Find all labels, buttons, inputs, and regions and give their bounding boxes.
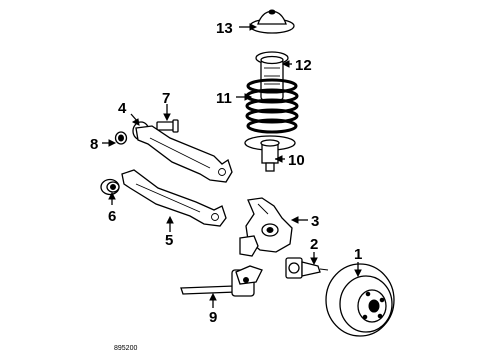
coil-spring-part <box>245 78 299 134</box>
callout-5: 5 <box>165 232 173 249</box>
callout-2: 2 <box>310 236 318 253</box>
hub-spindle-part <box>285 257 329 279</box>
lower-arm-part <box>121 169 227 227</box>
strut-part <box>244 135 296 172</box>
callout-7: 7 <box>162 90 170 107</box>
callout-6: 6 <box>108 208 116 225</box>
callout-1: 1 <box>354 246 362 263</box>
small-bushing-part <box>114 131 128 145</box>
bolt-part <box>156 119 179 133</box>
brake-drum-part <box>325 263 395 337</box>
knuckle-part <box>239 197 293 257</box>
stabilizer-rod-part <box>180 265 263 297</box>
drawing-code: 895200 <box>114 345 137 352</box>
upper-mount-part <box>249 9 295 34</box>
callout-10: 10 <box>288 152 305 169</box>
callout-13: 13 <box>216 20 233 37</box>
callout-9: 9 <box>209 309 217 326</box>
callout-8: 8 <box>90 136 98 153</box>
lower-bushing-part <box>100 178 120 196</box>
callout-12: 12 <box>295 57 312 74</box>
callout-3: 3 <box>311 213 319 230</box>
callout-4: 4 <box>118 100 127 117</box>
callout-11: 11 <box>216 90 232 107</box>
upper-arm-part <box>135 125 233 183</box>
